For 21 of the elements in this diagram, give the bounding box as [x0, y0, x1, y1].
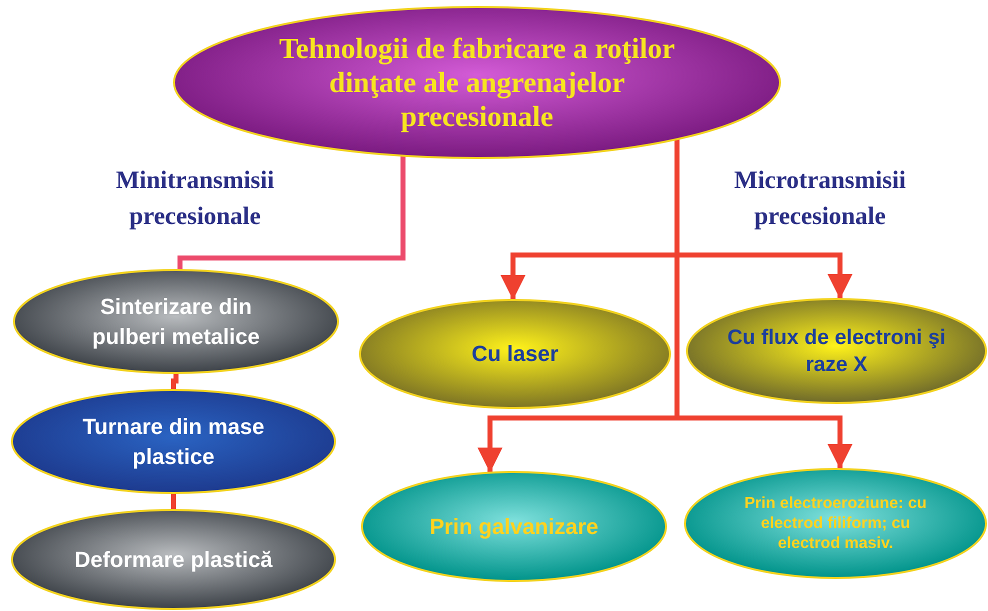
node-text: Prin galvanizare — [428, 512, 600, 540]
connector-line — [171, 492, 176, 510]
node-text: Cu flux de electroni şi raze X — [726, 325, 947, 378]
node-text: Turnare din mase plastice — [82, 412, 266, 471]
node-text: Cu laser — [470, 340, 560, 368]
node-text: Tehnologii de fabricare a roţilor dinţate ale angrenajelor precesionale — [278, 32, 676, 134]
ellipse-node — [10, 388, 337, 495]
ellipse-node — [683, 467, 988, 580]
branch-label: Minitransmisii precesionale — [114, 166, 276, 232]
connector-line — [171, 372, 178, 390]
ellipse-node — [10, 508, 337, 611]
ellipse-node — [12, 268, 340, 375]
ellipse-node — [172, 5, 782, 160]
node-text: Sinterizare din pulberi metalice — [91, 292, 261, 351]
branch-label: Microtransmisii precesionale — [733, 166, 907, 232]
node-text: Prin electroeroziune: cu electrod filiform; cu electrod masiv. — [743, 494, 928, 554]
connector-line — [178, 154, 406, 270]
ellipse-node — [360, 470, 668, 583]
node-text: Deformare plastică — [73, 546, 274, 574]
ellipse-node — [358, 298, 672, 410]
ellipse-node — [685, 297, 988, 405]
